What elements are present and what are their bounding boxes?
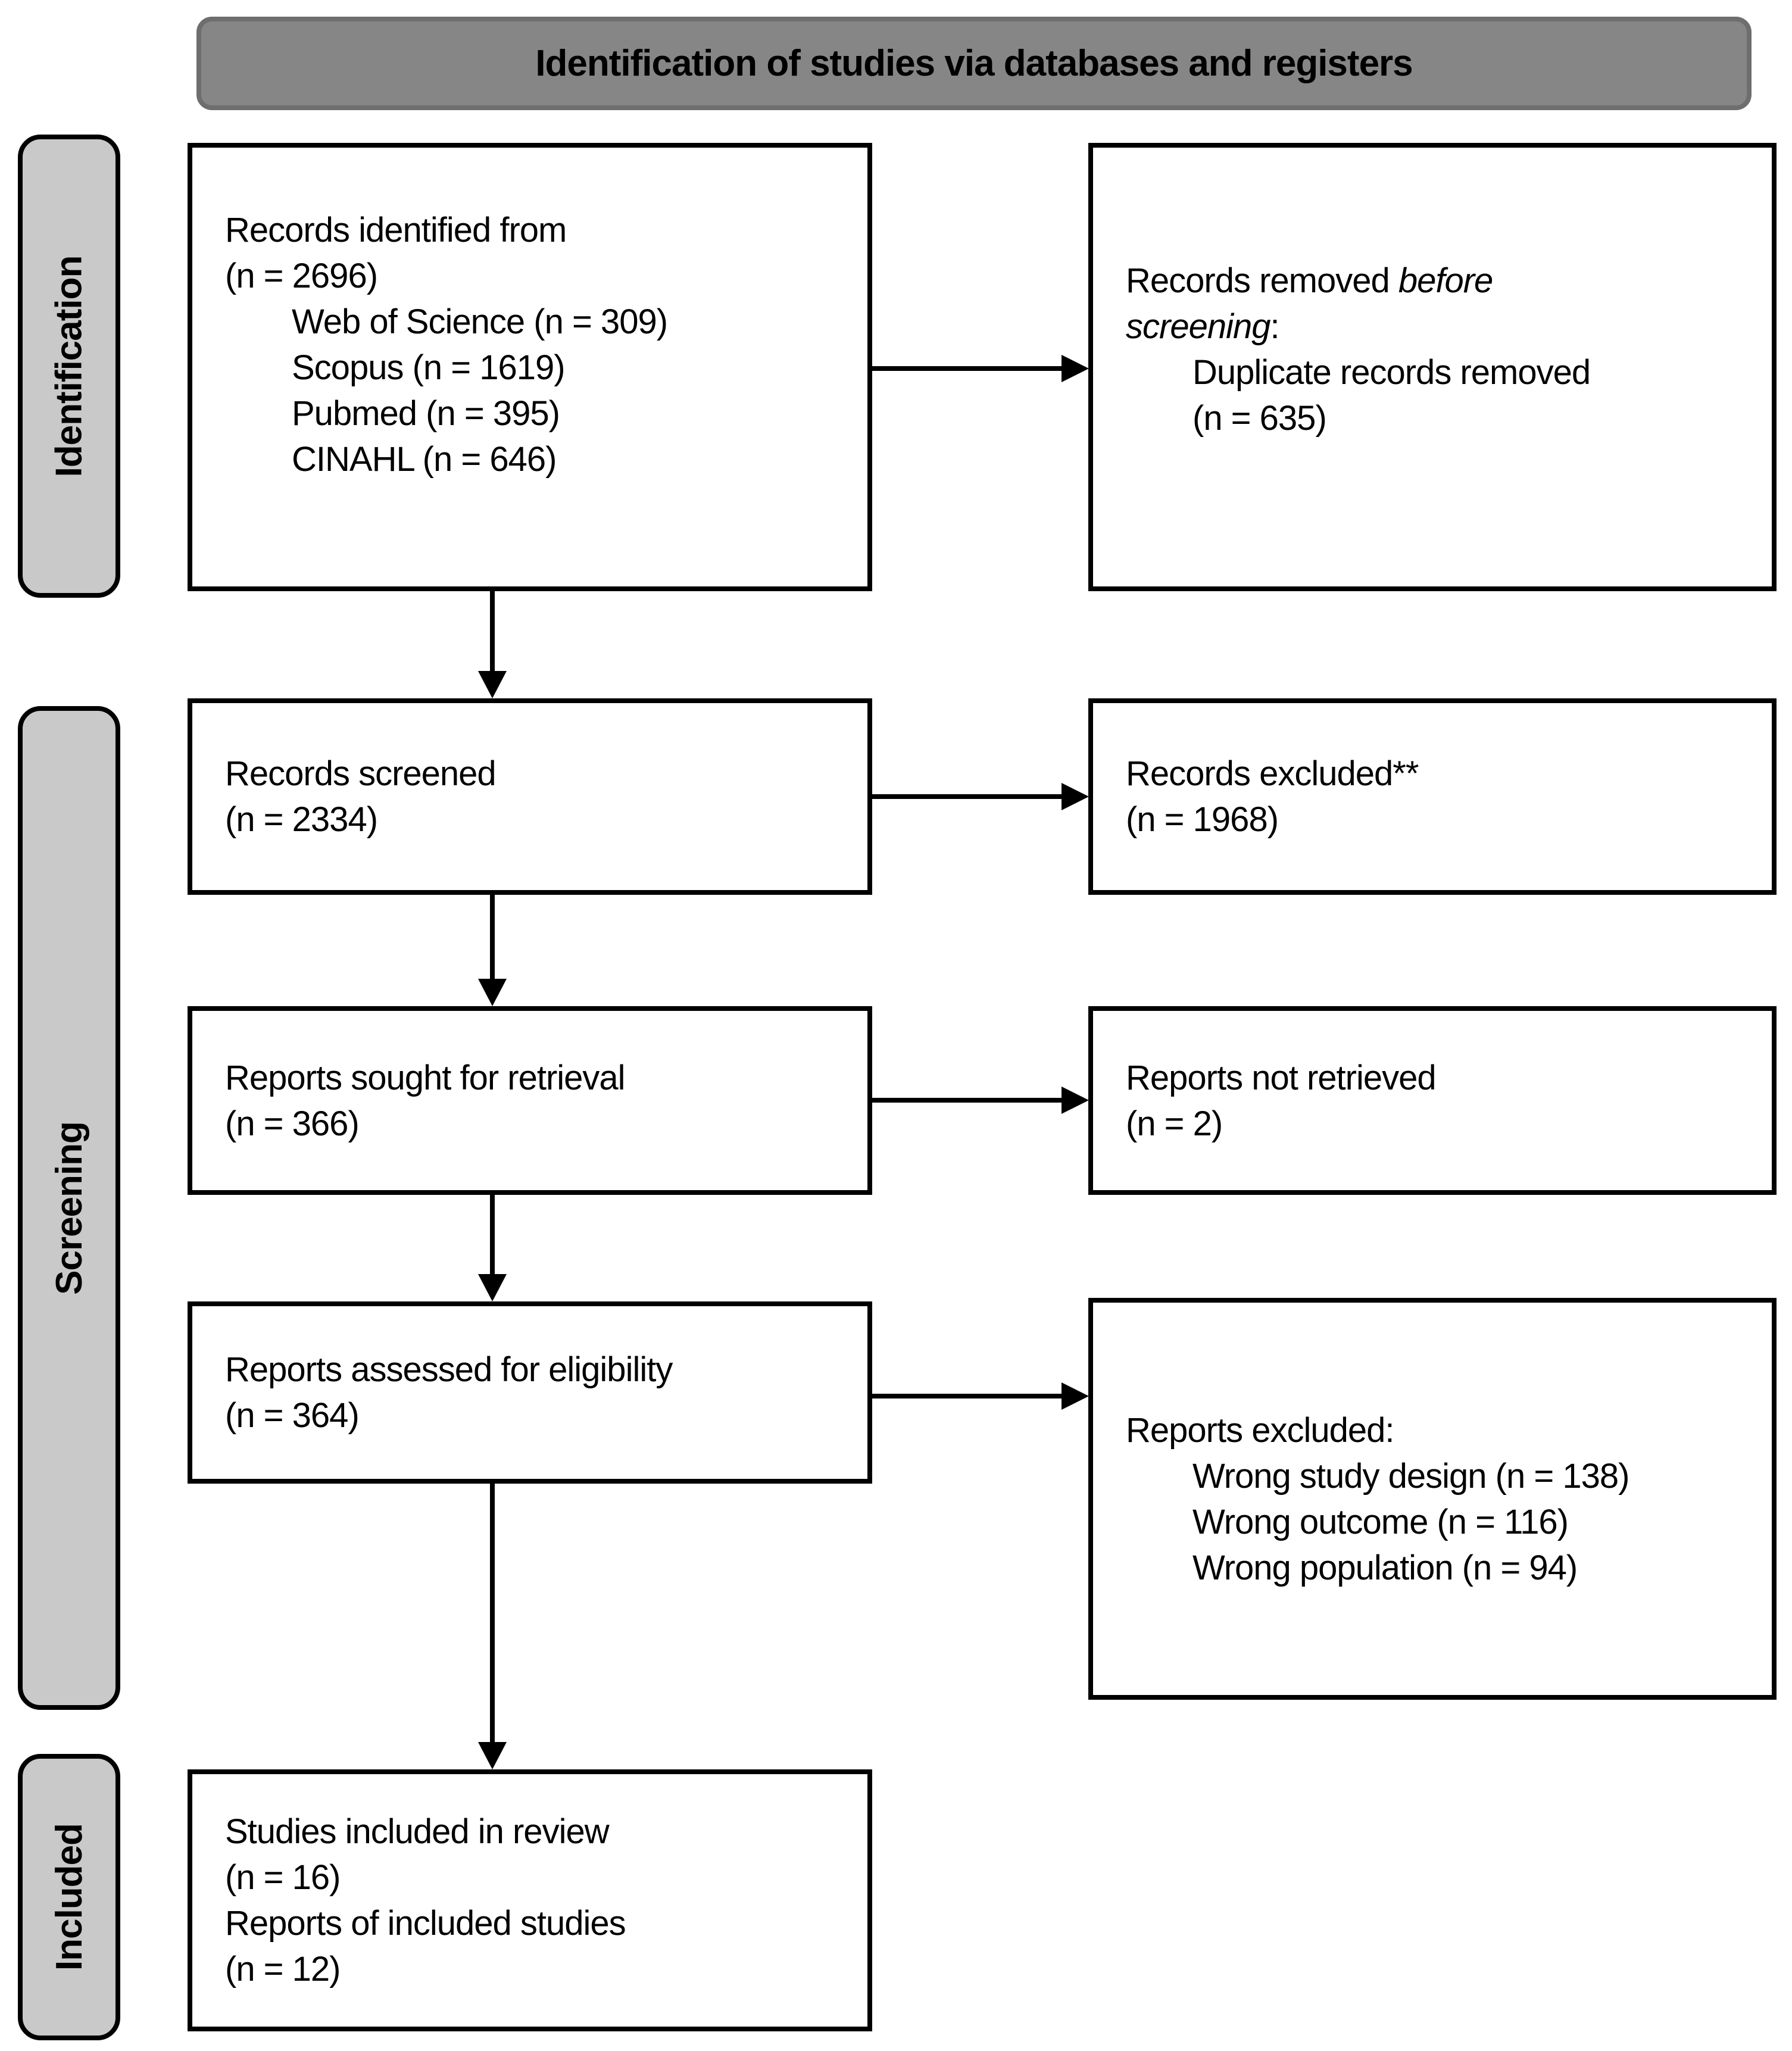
box-line: Wrong outcome (n = 116)	[1192, 1502, 1569, 1541]
box-line: (n = 366)	[225, 1104, 360, 1143]
box-line: (n = 2)	[1126, 1104, 1223, 1143]
box-line: Studies included in review	[225, 1812, 610, 1851]
box-line: (n = 635)	[1192, 399, 1327, 438]
box-line: Wrong population (n = 94)	[1192, 1548, 1578, 1587]
arrow-down-sought-to-assessed-line	[490, 1195, 495, 1275]
arrow-down-assessed-to-included-head-icon	[478, 1742, 507, 1769]
box-reports-not-retrieved: Reports not retrieved (n = 2)	[1088, 1006, 1777, 1195]
box-line: Web of Science (n = 309)	[292, 302, 668, 341]
arrow-down-screened-to-sought-line	[490, 895, 495, 980]
box-line: (n = 1968)	[1126, 800, 1279, 839]
stage-label-screening-text: Screening	[48, 1121, 90, 1295]
box-line: Records screened	[225, 754, 497, 793]
box-line: Records excluded**	[1126, 754, 1419, 793]
arrow-right-screened-to-excluded-head-icon	[1062, 783, 1089, 810]
box-reports-assessed-for-eligibility: Reports assessed for eligibility (n = 36…	[188, 1301, 872, 1484]
box-line: Records removed before	[1126, 258, 1757, 304]
box-line: Reports excluded:	[1126, 1410, 1394, 1450]
title-banner: Identification of studies via databases …	[196, 17, 1752, 110]
box-line: (n = 364)	[225, 1396, 360, 1435]
arrow-down-screened-to-sought-head-icon	[478, 979, 507, 1006]
arrow-right-assessed-to-reports-excluded-head-icon	[1062, 1382, 1089, 1410]
stage-label-identification-text: Identification	[48, 255, 90, 477]
box-records-removed-before-screening: Records removed before screening: Duplic…	[1088, 143, 1777, 591]
box-records-identified: Records identified from (n = 2696) Web o…	[188, 143, 872, 591]
box-line: Reports not retrieved	[1126, 1058, 1437, 1097]
box-line: Reports assessed for eligibility	[225, 1350, 673, 1389]
box-reports-sought-for-retrieval: Reports sought for retrieval (n = 366)	[188, 1006, 872, 1195]
box-line: screening:	[1126, 304, 1757, 349]
arrow-down-sought-to-assessed-head-icon	[478, 1274, 507, 1301]
stage-label-included-text: Included	[48, 1824, 90, 1971]
box-records-excluded: Records excluded** (n = 1968)	[1088, 698, 1777, 895]
box-line: (n = 16)	[225, 1858, 341, 1897]
box-line: Duplicate records removed	[1192, 353, 1591, 392]
box-records-screened: Records screened (n = 2334)	[188, 698, 872, 895]
arrow-right-screened-to-excluded-line	[872, 794, 1063, 799]
box-line: Wrong study design (n = 138)	[1192, 1456, 1629, 1496]
stage-label-identification: Identification	[18, 135, 120, 598]
arrow-right-identified-to-removed-head-icon	[1062, 355, 1089, 382]
stage-label-included: Included	[18, 1754, 120, 2040]
box-line: (n = 12)	[225, 1950, 341, 1988]
arrow-down-identified-to-screened-head-icon	[478, 671, 507, 698]
box-line: (n = 2696)	[225, 257, 378, 295]
box-line-italic-text: before	[1398, 261, 1493, 300]
box-line: Pubmed (n = 395)	[292, 394, 560, 433]
arrow-down-identified-to-screened-line	[490, 591, 495, 672]
box-line-text: :	[1270, 307, 1279, 346]
diagram-title: Identification of studies via databases …	[535, 43, 1413, 84]
box-line: Records identified from	[225, 211, 567, 249]
box-studies-included-in-review: Studies included in review (n = 16) Repo…	[188, 1769, 872, 2031]
box-reports-excluded: Reports excluded: Wrong study design (n …	[1088, 1298, 1777, 1700]
box-line: Reports of included studies	[225, 1904, 626, 1943]
box-line-text: Records removed	[1126, 261, 1398, 300]
box-line-italic-text: screening	[1126, 307, 1270, 346]
box-line: (n = 2334)	[225, 800, 378, 839]
stage-label-screening: Screening	[18, 706, 120, 1710]
arrow-right-sought-to-not-retrieved-head-icon	[1062, 1087, 1089, 1114]
arrow-right-sought-to-not-retrieved-line	[872, 1098, 1063, 1103]
arrow-right-assessed-to-reports-excluded-line	[872, 1394, 1063, 1398]
box-line: CINAHL (n = 646)	[292, 440, 557, 479]
box-line: Scopus (n = 1619)	[292, 348, 566, 387]
arrow-right-identified-to-removed-line	[872, 366, 1063, 371]
arrow-down-assessed-to-included-line	[490, 1484, 495, 1743]
box-line: Reports sought for retrieval	[225, 1058, 626, 1097]
